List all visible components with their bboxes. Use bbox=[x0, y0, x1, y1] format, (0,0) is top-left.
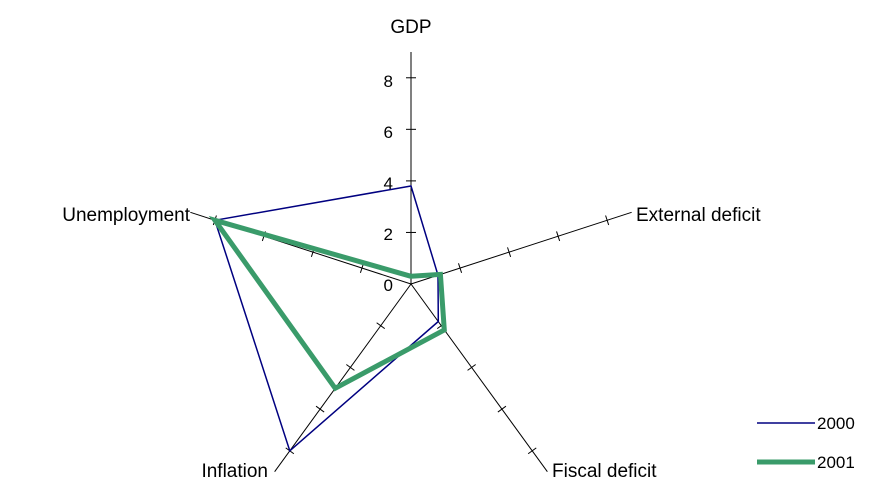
radial-tick-label-2: 2 bbox=[384, 225, 393, 244]
axis-tick-fiscal-deficit-8 bbox=[527, 447, 537, 455]
axis-tick-external-deficit-8 bbox=[605, 215, 610, 226]
radial-tick-label-6: 6 bbox=[384, 123, 393, 142]
radial-tick-label-0: 0 bbox=[384, 276, 393, 295]
axis-tick-fiscal-deficit-4 bbox=[467, 364, 476, 371]
axis-label-inflation: Inflation bbox=[201, 461, 268, 478]
axis-label-fiscal-deficit: Fiscal deficit bbox=[552, 461, 657, 478]
legend-label-2000: 2000 bbox=[817, 414, 855, 433]
radial-tick-label-8: 8 bbox=[384, 72, 393, 91]
axis-label-gdp: GDP bbox=[390, 17, 431, 38]
axis-tick-inflation-6 bbox=[315, 405, 325, 413]
axis-tick-fiscal-deficit-6 bbox=[497, 405, 507, 413]
axis-tick-external-deficit-4 bbox=[507, 247, 512, 258]
axis-label-external-deficit: External deficit bbox=[636, 205, 761, 226]
axis-label-unemployment: Unemployment bbox=[62, 205, 190, 226]
axis-line-external-deficit bbox=[410, 211, 632, 285]
radial-tick-label-4: 4 bbox=[384, 174, 393, 193]
series-layer bbox=[208, 185, 447, 453]
legend-label-2001: 2001 bbox=[817, 453, 855, 472]
axis-tick-external-deficit-6 bbox=[556, 231, 561, 242]
axis-tick-inflation-2 bbox=[376, 322, 386, 330]
axis-tick-external-deficit-2 bbox=[458, 263, 463, 273]
legend: 2000 2001 bbox=[757, 414, 855, 472]
series-line-2001 bbox=[208, 215, 447, 392]
axis-tick-inflation-4 bbox=[346, 364, 355, 371]
axes-layer bbox=[190, 52, 632, 472]
axis-line-inflation bbox=[274, 283, 412, 472]
axis-line-fiscal-deficit bbox=[410, 283, 548, 472]
series-line-2000 bbox=[213, 185, 440, 453]
